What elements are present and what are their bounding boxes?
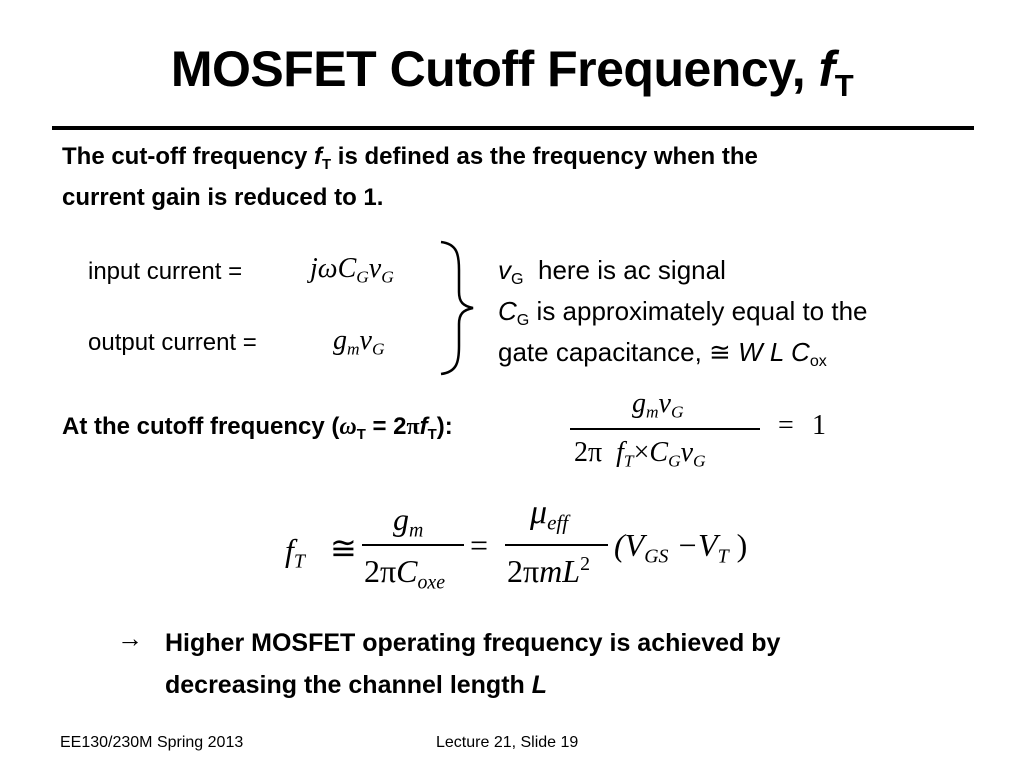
slide-title: MOSFET Cutoff Frequency, fT (170, 41, 854, 103)
intro-line-2: current gain is reduced to 1. (62, 184, 384, 211)
ft-den2: 2πmL2 (507, 553, 590, 589)
ft-num1: gm (393, 501, 424, 542)
input-current-expr: jωCGvG (310, 253, 394, 287)
note-line-3: gate capacitance, ≅ W L Cox (498, 337, 827, 371)
cutoff-fraction-bar (570, 428, 760, 430)
conclusion-text: Higher MOSFET operating frequency is ach… (165, 629, 781, 699)
ft-approx: ≅ (330, 530, 357, 566)
footer-course: EE130/230M Spring 2013 (60, 734, 244, 751)
intro-line-1: The cut-off frequency fT is defined as t… (62, 143, 758, 173)
ft-equals: = (470, 527, 489, 563)
ft-lhs: fT (285, 532, 305, 573)
output-current-label: output current = (88, 329, 257, 356)
output-current-expr: gmvG (333, 325, 385, 359)
note-line-2: CG is approximately equal to the (498, 296, 868, 330)
cutoff-numerator: gmvG (632, 388, 684, 422)
notes-block: vG here is ac signal CG is approximately… (498, 250, 868, 373)
ft-num2: μeff (530, 494, 569, 535)
right-arrow-icon: → (117, 624, 143, 653)
ft-den1: 2πCoxe (364, 553, 446, 594)
ft-fraction-bar-1 (362, 544, 464, 546)
curly-brace-icon (440, 240, 474, 376)
note-line-1: vG here is ac signal (498, 255, 726, 289)
footer-slide-number: Lecture 21, Slide 19 (436, 734, 579, 751)
input-current-label: input current = (88, 258, 243, 285)
cutoff-denominator: 2π fT×CGvG (574, 437, 706, 471)
cutoff-rhs: 1 (812, 410, 826, 441)
ft-rhs-term: (VGS −VT ) (614, 527, 748, 568)
cutoff-equals: = (778, 410, 794, 441)
title-divider (52, 126, 974, 130)
cutoff-label: At the cutoff frequency (ωT = 2πfT): (62, 413, 453, 443)
ft-fraction-bar-2 (505, 544, 608, 546)
